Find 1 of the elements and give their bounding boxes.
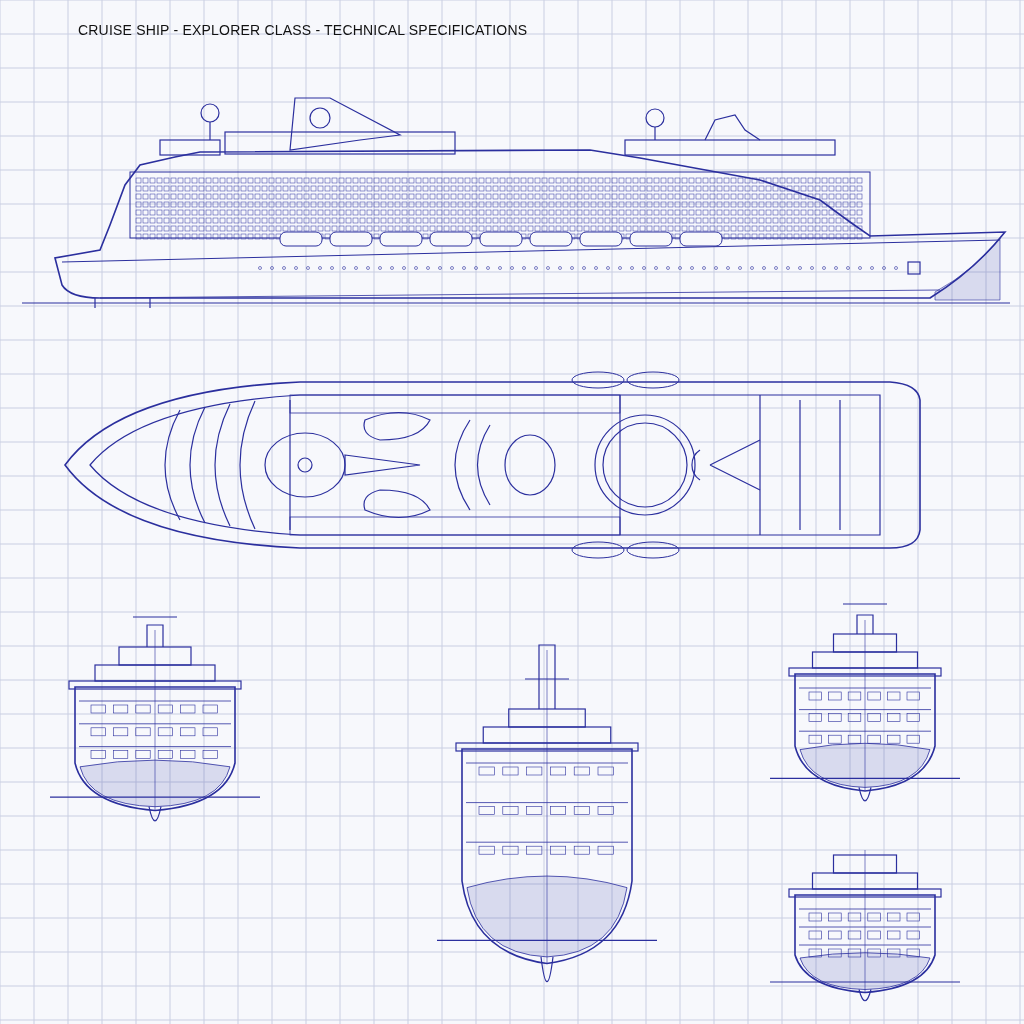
- diagram-title: CRUISE SHIP - EXPLORER CLASS - TECHNICAL SPECIFICATIONS: [78, 22, 528, 38]
